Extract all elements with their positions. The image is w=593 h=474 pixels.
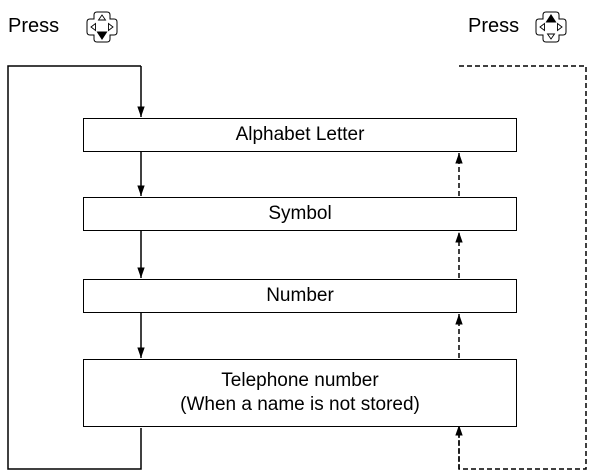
forward-loop-line <box>7 65 142 470</box>
backward-loop-line <box>458 65 587 470</box>
step-alphabet-letter: Alphabet Letter <box>83 118 517 152</box>
step-sublabel: (When a name is not stored) <box>180 394 420 415</box>
step-label: Symbol <box>268 203 332 224</box>
step-number: Number <box>83 279 517 313</box>
left-press-label: Press <box>8 15 60 37</box>
step-label: Telephone number <box>221 370 379 391</box>
step-symbol: Symbol <box>83 197 517 231</box>
step-telephone-number: Telephone number (When a name is not sto… <box>83 359 517 427</box>
step-label: Number <box>266 285 334 306</box>
dpad-down-pressed-icon <box>86 11 118 43</box>
dpad-up-pressed-icon <box>535 11 567 43</box>
step-label: Alphabet Letter <box>235 124 365 145</box>
right-press-label: Press <box>468 15 520 37</box>
